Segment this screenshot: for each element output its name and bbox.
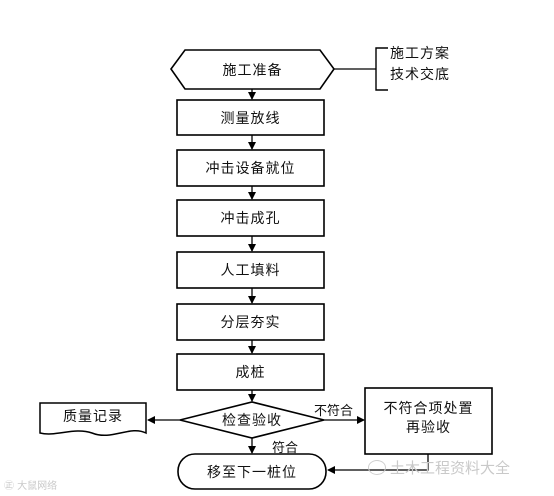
end-node-label: 移至下一桩位 xyxy=(207,464,297,481)
rework-label-line-2: 再验收 xyxy=(406,420,451,436)
step-label-2: 冲击设备就位 xyxy=(205,161,296,177)
start-node-label: 施工准备 xyxy=(222,62,283,79)
step-label-6: 成桩 xyxy=(235,365,266,381)
side-note-line-1: 施工方案 xyxy=(390,46,450,62)
fail-label: 不符合 xyxy=(314,404,354,419)
step-box-2 xyxy=(176,149,325,187)
pass-label: 符合 xyxy=(272,441,299,456)
side-note-bracket xyxy=(375,47,388,91)
step-box-4 xyxy=(176,251,325,289)
watermark-right-text: 土木工程资料大全 xyxy=(390,459,511,477)
step-box-6 xyxy=(176,353,325,391)
side-note-line-2: 技术交底 xyxy=(390,67,450,83)
decision-label: 检查验收 xyxy=(222,413,282,429)
step-box-5 xyxy=(176,303,325,341)
side-note: 施工方案 技术交底 xyxy=(390,44,450,86)
rework-label-line-1: 不符合项处置 xyxy=(383,401,474,417)
wechat-icon xyxy=(368,460,386,475)
step-label-3: 冲击成孔 xyxy=(220,211,281,227)
record-shape xyxy=(39,402,147,436)
arrow-rework-to-end xyxy=(327,454,429,474)
step-box-3 xyxy=(176,199,325,237)
step-label-1: 测量放线 xyxy=(220,110,281,127)
rework-label: 不符合项处置 再验收 xyxy=(365,400,492,438)
step-box-1 xyxy=(176,99,325,136)
watermark-right: 土木工程资料大全 xyxy=(368,457,510,478)
record-label: 质量记录 xyxy=(63,409,123,425)
watermark-left: ㊣ 大鼠网络 xyxy=(4,481,58,492)
end-node-shape xyxy=(177,453,327,490)
rework-box xyxy=(364,387,493,455)
step-label-4: 人工填料 xyxy=(220,263,281,279)
step-label-5: 分层夯实 xyxy=(220,315,281,331)
